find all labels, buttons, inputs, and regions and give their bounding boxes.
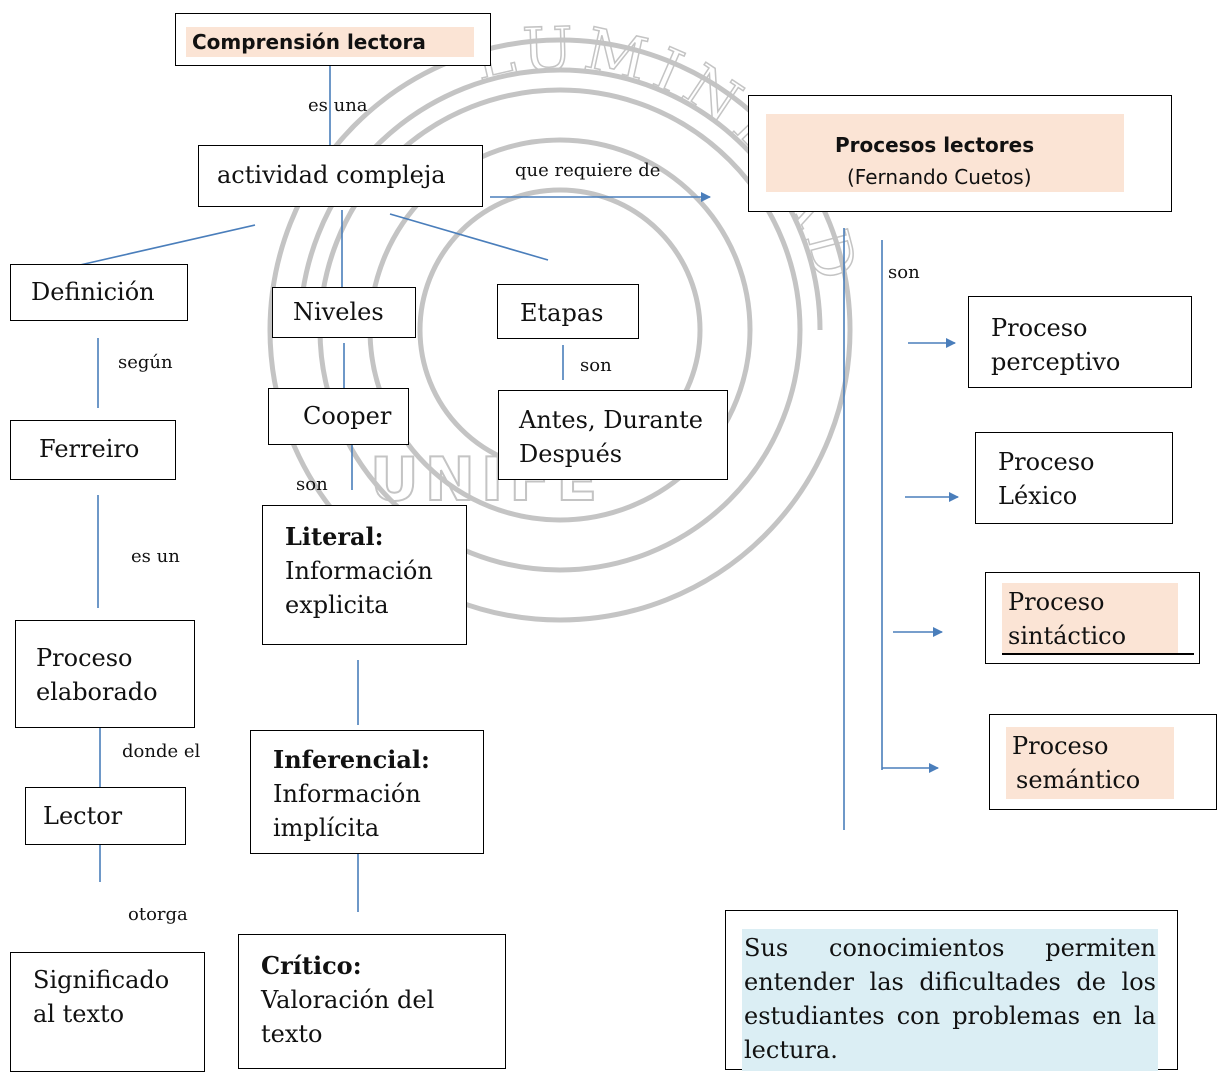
node-etapas: Etapas bbox=[497, 284, 639, 339]
node-line: Información bbox=[273, 780, 421, 808]
node-line: al texto bbox=[33, 1000, 125, 1028]
node-line: perceptivo bbox=[991, 348, 1121, 376]
node-line: Después bbox=[519, 440, 623, 468]
note-text: Sus conocimientos permiten entender las … bbox=[744, 931, 1156, 1067]
node-proceso-semantico: Proceso semántico bbox=[989, 714, 1217, 810]
node-significado: Significado al texto bbox=[10, 952, 205, 1072]
link-label-son-cooper: son bbox=[296, 474, 328, 495]
node-cooper: Cooper bbox=[268, 388, 409, 445]
node-label: Lector bbox=[43, 802, 123, 830]
node-line: elaborado bbox=[36, 678, 158, 706]
node-literal: Literal: Información explicita bbox=[262, 505, 467, 645]
node-note: Sus conocimientos permiten entender las … bbox=[725, 910, 1178, 1071]
node-label: actividad compleja bbox=[217, 161, 446, 189]
highlight bbox=[186, 27, 474, 57]
node-proceso-perceptivo: Proceso perceptivo bbox=[968, 296, 1192, 388]
node-title: Comprensión lectora bbox=[192, 30, 426, 54]
node-actividad-compleja: actividad compleja bbox=[198, 145, 483, 207]
note-line: entender las dificultades de los bbox=[744, 968, 1156, 996]
node-line: Significado bbox=[33, 966, 170, 994]
node-antes-durante-despues: Antes, Durante Después bbox=[498, 390, 728, 480]
node-ferreiro: Ferreiro bbox=[10, 420, 176, 480]
node-critico: Crítico: Valoración del texto bbox=[238, 934, 506, 1069]
node-label: Etapas bbox=[520, 299, 604, 327]
node-label: Niveles bbox=[293, 298, 384, 326]
node-title: Crítico: bbox=[261, 951, 362, 980]
link-label-otorga: otorga bbox=[128, 904, 188, 925]
node-proceso-sintactico: Proceso sintáctico bbox=[985, 572, 1200, 664]
link-label-donde-el: donde el bbox=[122, 741, 201, 762]
link-label-es-un: es un bbox=[131, 546, 180, 567]
node-line: Proceso bbox=[1008, 588, 1105, 616]
node-title: Procesos lectores bbox=[835, 133, 1035, 157]
node-definicion: Definición bbox=[10, 264, 188, 321]
highlight bbox=[766, 114, 1124, 192]
node-line: Información bbox=[285, 557, 433, 585]
link-label-segun: según bbox=[118, 352, 173, 373]
node-niveles: Niveles bbox=[272, 287, 416, 338]
node-lector: Lector bbox=[25, 787, 186, 845]
link-label-son-procesos: son bbox=[888, 262, 920, 283]
node-proceso-elaborado: Proceso elaborado bbox=[15, 620, 195, 728]
node-title: Inferencial: bbox=[273, 745, 430, 774]
node-line: Proceso bbox=[991, 314, 1088, 342]
note-line: estudiantes con problemas en la bbox=[744, 1002, 1156, 1030]
link-label-son-etapas: son bbox=[580, 355, 612, 376]
link-label-que-requiere-de: que requiere de bbox=[515, 160, 661, 181]
node-line: Proceso bbox=[1012, 732, 1109, 760]
link-label-es-una: es una bbox=[308, 95, 368, 116]
node-line: Proceso bbox=[998, 448, 1095, 476]
node-label: Cooper bbox=[303, 402, 392, 430]
node-line: Proceso bbox=[36, 644, 133, 672]
node-line: Antes, Durante bbox=[519, 406, 703, 434]
node-line: Valoración del bbox=[261, 986, 435, 1014]
note-line: Sus conocimientos permiten bbox=[744, 934, 1156, 962]
node-title: Literal: bbox=[285, 522, 384, 551]
node-author: (Fernando Cuetos) bbox=[847, 165, 1032, 189]
node-inferencial: Inferencial: Información implícita bbox=[250, 730, 484, 854]
node-label: Ferreiro bbox=[39, 435, 140, 463]
node-line: Léxico bbox=[998, 482, 1078, 510]
node-line: explicita bbox=[285, 591, 389, 619]
node-line: semántico bbox=[1016, 766, 1141, 794]
highlight bbox=[742, 929, 1158, 1071]
node-line: texto bbox=[261, 1020, 323, 1048]
node-label: Definición bbox=[31, 278, 155, 306]
highlight bbox=[1002, 583, 1178, 653]
note-line: lectura. bbox=[744, 1036, 838, 1064]
node-procesos-lectores: Procesos lectores (Fernando Cuetos) bbox=[748, 95, 1172, 212]
node-comprension-lectora: Comprensión lectora bbox=[175, 13, 491, 66]
highlight bbox=[1006, 727, 1174, 799]
node-line: implícita bbox=[273, 814, 380, 842]
node-proceso-lexico: Proceso Léxico bbox=[975, 432, 1173, 524]
node-line: sintáctico bbox=[1008, 622, 1127, 650]
underline bbox=[1002, 653, 1194, 655]
